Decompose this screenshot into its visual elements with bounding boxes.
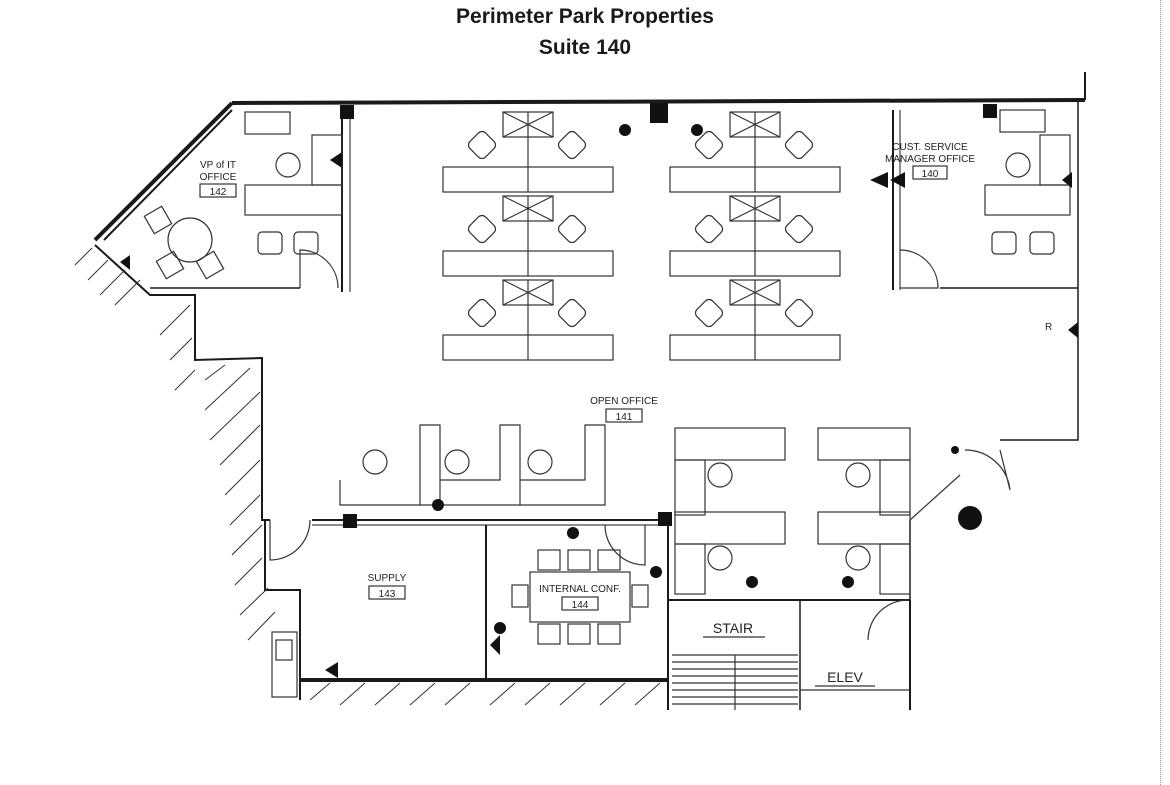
open-office-label: OPEN OFFICE xyxy=(590,396,658,407)
workstation-pod xyxy=(669,195,841,277)
door-swings xyxy=(269,249,1011,641)
workstation-pod xyxy=(442,111,614,193)
vp-office-furniture xyxy=(143,111,343,280)
columns xyxy=(340,103,997,528)
receptacle-mark: R xyxy=(1045,322,1052,333)
room-label-supply: SUPPLY 143 xyxy=(368,573,407,600)
open-office-room-number: 141 xyxy=(616,412,633,423)
conference-table xyxy=(511,549,649,645)
room-label-cust-service: CUST. SERVICE MANAGER OFFICE 140 xyxy=(885,142,975,180)
cust-service-label-line2: MANAGER OFFICE xyxy=(885,154,975,165)
lower-workstations xyxy=(339,424,911,595)
stair-label: STAIR xyxy=(713,620,753,636)
workstation-pod xyxy=(669,279,841,361)
chair-icon xyxy=(557,130,587,160)
page-edge xyxy=(1160,0,1162,785)
stair-treads xyxy=(672,654,798,710)
exterior-walls xyxy=(93,72,1086,710)
chair-icon xyxy=(784,130,814,160)
workstation-pod xyxy=(669,111,841,193)
vp-it-label-line2: OFFICE xyxy=(200,172,237,183)
chair-icon xyxy=(467,130,497,160)
room-label-vp-it: VP of IT OFFICE 142 xyxy=(199,160,237,198)
cust-service-room-number: 140 xyxy=(922,169,939,180)
chair-icon xyxy=(557,214,587,244)
supply-label: SUPPLY xyxy=(368,573,407,584)
plan-subtitle: Suite 140 xyxy=(538,36,632,59)
chair-icon xyxy=(694,130,724,160)
supply-room-number: 143 xyxy=(379,589,396,600)
workstation-grid xyxy=(442,111,841,361)
chair-icon xyxy=(694,214,724,244)
interior-walls xyxy=(150,110,1078,710)
chair-icon xyxy=(784,298,814,328)
workstation-pod xyxy=(442,195,614,277)
chair-icon xyxy=(467,214,497,244)
internal-conf-label: INTERNAL CONF. xyxy=(539,584,621,595)
chair-icon xyxy=(467,298,497,328)
room-label-open-office: OPEN OFFICE 141 xyxy=(590,396,658,423)
plan-title: Perimeter Park Properties xyxy=(456,5,714,28)
supply-fixture xyxy=(271,631,298,698)
wall-hatching xyxy=(74,247,661,706)
elev-label: ELEV xyxy=(827,669,863,685)
cust-service-office-furniture xyxy=(984,109,1071,255)
workstation-pod xyxy=(442,279,614,361)
vp-it-room-number: 142 xyxy=(210,187,227,198)
internal-conf-room-number: 144 xyxy=(572,600,589,611)
chair-icon xyxy=(694,298,724,328)
room-label-internal-conf: INTERNAL CONF. 144 xyxy=(539,584,621,611)
chair-icon xyxy=(557,298,587,328)
cust-service-label-line1: CUST. SERVICE xyxy=(892,142,968,153)
chair-icon xyxy=(784,214,814,244)
vp-it-label-line1: VP of IT xyxy=(200,160,236,171)
electrical-symbols xyxy=(120,124,1078,678)
